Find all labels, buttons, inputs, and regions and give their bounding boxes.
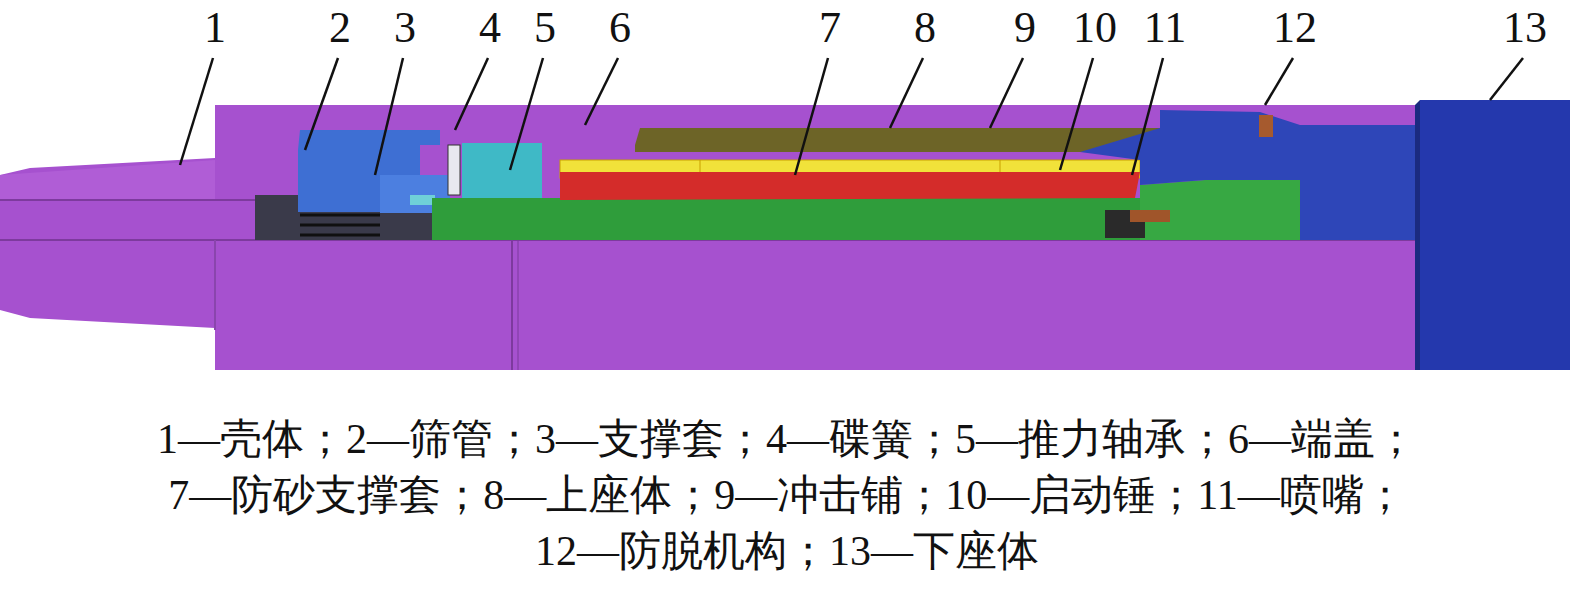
callout-number: 4: [479, 6, 501, 50]
caption-key: 12—防脱机构；13—下座体: [535, 530, 1039, 572]
callout-number: 3: [394, 6, 416, 50]
caption-key: 1—壳体；2—筛管；3—支撑套；4—碟簧；5—推力轴承；6—端盖；: [157, 418, 1417, 460]
callout-number: 10: [1073, 6, 1117, 50]
shell-body: [0, 105, 1415, 370]
callout-number: 12: [1273, 6, 1317, 50]
callout-number: 2: [329, 6, 351, 50]
caption-key: 7—防砂支撑套；8—上座体；9—冲击铺；10—启动锤；11—喷嘴；: [168, 474, 1405, 516]
screen-pipe: [298, 130, 440, 212]
callout-number: 7: [819, 6, 841, 50]
callout-number: 13: [1503, 6, 1547, 50]
disc-spring: [448, 145, 460, 195]
shell-nose: [0, 160, 215, 200]
lower-seat-inner: [1080, 110, 1415, 240]
callout-number: 11: [1144, 6, 1186, 50]
thrust-bearing: [462, 143, 542, 198]
callout-number: 9: [1014, 6, 1036, 50]
anti-release: [1259, 115, 1273, 137]
callout-number: 8: [914, 6, 936, 50]
callout-number: 5: [534, 6, 556, 50]
callout-number: 6: [609, 6, 631, 50]
sand-sleeve: [560, 172, 1140, 200]
callout-number: 1: [204, 6, 226, 50]
upper-seat: [635, 128, 1160, 152]
lower-seat: [1420, 100, 1570, 370]
